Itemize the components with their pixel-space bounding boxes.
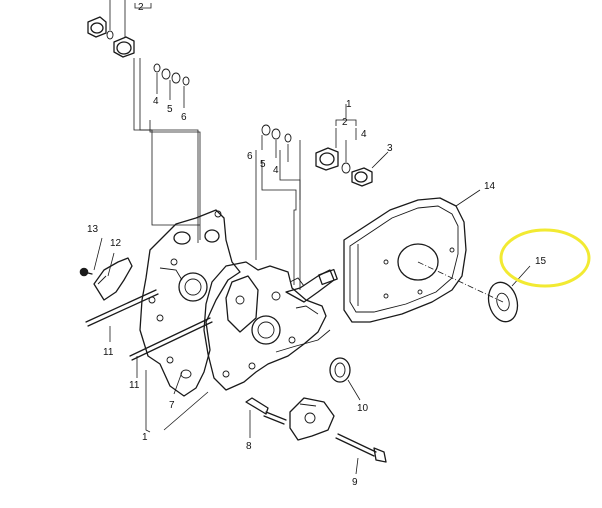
leaders-bottom: [93, 140, 531, 475]
callout-4-mid: 4: [273, 165, 279, 176]
callout-5-mid: 5: [260, 159, 266, 170]
callout-14: 14: [484, 181, 496, 192]
stud-11-lower: [129, 317, 213, 361]
callout-8: 8: [246, 441, 252, 452]
callout-10: 10: [357, 403, 369, 414]
center-line: [417, 261, 504, 303]
bushing-assembly-top: [87, 16, 190, 86]
assembly-guides: [133, 58, 301, 290]
callout-3: 3: [387, 143, 393, 154]
callout-12: 12: [110, 238, 122, 249]
callout-4-right: 4: [361, 129, 367, 140]
callout-11-b: 11: [129, 380, 140, 391]
callout-1-bottom: 1: [142, 432, 148, 443]
bolt-9: [335, 433, 387, 463]
callout-7: 7: [169, 400, 175, 411]
callout-4-top: 4: [153, 96, 159, 107]
crankcase-right: [203, 261, 338, 391]
callout-6-top: 6: [181, 112, 187, 123]
callout-1-right: 1: [346, 99, 352, 110]
callout-9: 9: [352, 477, 358, 488]
callout-5-top: 5: [167, 104, 173, 115]
bolt-13: [79, 267, 93, 277]
bolt-8: [245, 397, 287, 425]
washer: [487, 281, 519, 323]
callout-2-top: 2: [138, 2, 144, 13]
stud-11-upper: [85, 289, 159, 327]
callout-2-right: 2: [342, 117, 348, 128]
highlight-circle: [499, 228, 591, 288]
side-cover: [343, 197, 467, 323]
bushing-assembly-mid: [261, 104, 373, 187]
stud-12-bracket: [93, 257, 133, 301]
leaders-top: [156, 73, 185, 108]
bracket-top: [109, 0, 152, 38]
callout-6-mid: 6: [247, 151, 253, 162]
crankcase-left: [139, 209, 241, 397]
callout-15: 15: [535, 256, 547, 267]
callout-13: 13: [87, 224, 99, 235]
pump-body: [289, 397, 335, 441]
callout-11-a: 11: [103, 347, 114, 358]
seal-10: [329, 357, 351, 383]
